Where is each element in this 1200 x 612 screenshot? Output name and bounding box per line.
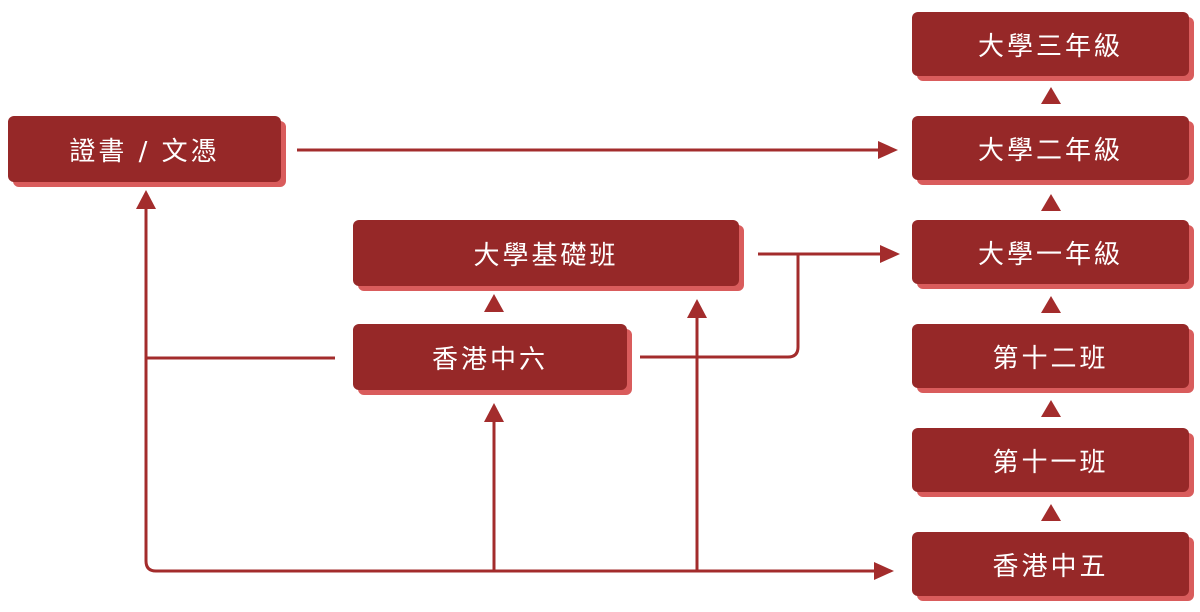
arrowhead-to-uni1 <box>880 245 900 263</box>
node-uni3-label: 大學三年級 <box>977 31 1123 62</box>
node-form6: 香港中六 <box>353 324 627 390</box>
arrowhead-to-grade12 <box>1041 400 1061 417</box>
node-foundation: 大學基礎班 <box>353 220 739 286</box>
node-grade11: 第十一班 <box>912 428 1189 492</box>
node-grade12: 第十二班 <box>912 324 1189 388</box>
node-grade11-label: 第十一班 <box>992 447 1109 478</box>
arrowhead-to-form6 <box>484 403 504 422</box>
node-form5-label: 香港中五 <box>992 551 1109 582</box>
connector-form6-to-uni1 <box>640 254 800 359</box>
arrowhead-to-uni3 <box>1041 87 1061 104</box>
arrowhead-to-certificate <box>136 190 156 209</box>
node-certificate-label: 證書 / 文憑 <box>69 136 220 167</box>
node-uni1: 大學一年級 <box>912 220 1189 284</box>
node-form6-label: 香港中六 <box>431 344 548 375</box>
arrowhead-to-foundation-from-form6 <box>484 294 504 312</box>
node-uni2: 大學二年級 <box>912 116 1189 180</box>
node-foundation-label: 大學基礎班 <box>473 240 619 271</box>
arrowhead-to-grade11 <box>1041 504 1061 521</box>
arrowhead-to-uni2-from-uni1 <box>1041 194 1061 211</box>
arrowhead-to-foundation-from-trunk <box>687 299 707 318</box>
node-uni1-label: 大學一年級 <box>977 239 1123 270</box>
arrowhead-to-form5 <box>874 562 894 580</box>
node-grade12-label: 第十二班 <box>992 343 1109 374</box>
node-uni3: 大學三年級 <box>912 12 1189 76</box>
node-uni2-label: 大學二年級 <box>977 135 1123 166</box>
arrowhead-to-uni1-from-grade12 <box>1041 296 1061 313</box>
node-certificate: 證書 / 文憑 <box>8 116 281 182</box>
connector-trunk-to-certificate <box>144 207 876 573</box>
arrowhead-to-uni2 <box>878 141 898 159</box>
node-form5: 香港中五 <box>912 532 1189 596</box>
